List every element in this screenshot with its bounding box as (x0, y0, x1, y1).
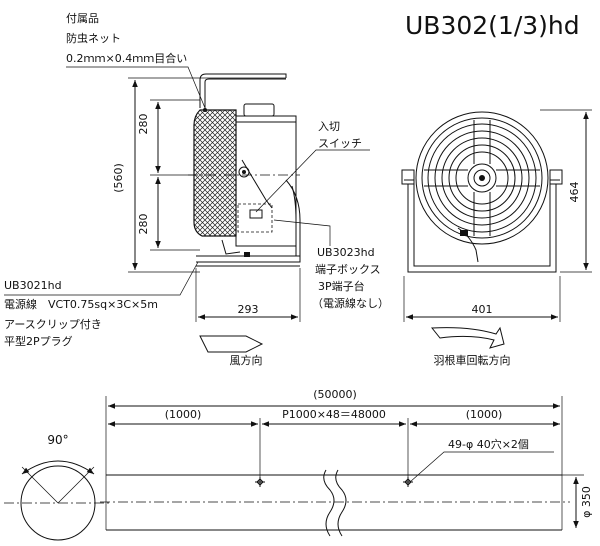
duct-angle: 90° (47, 433, 68, 447)
front-width: 401 (472, 303, 493, 316)
terminal-box-label: 端子ボックス (315, 263, 381, 276)
power-leader-line (4, 261, 199, 296)
duct-end-view (4, 460, 112, 541)
duct-middle: P1000×48＝48000 (282, 408, 386, 421)
switch-leader-line (255, 149, 370, 213)
terminal-note: （電源線なし） (312, 296, 389, 310)
duct-body (100, 469, 570, 537)
accessory-label: 付属品 (66, 12, 99, 25)
rotation-arrow-icon (431, 326, 505, 349)
holes-leader-line (409, 451, 554, 483)
holes-label: 49-φ 40穴×2個 (448, 437, 529, 451)
terminal-leader-line (273, 219, 331, 246)
duct-diameter: φ 350 (580, 486, 593, 518)
insect-net-label: 防虫ネット (66, 31, 121, 45)
front-height: 464 (568, 182, 581, 203)
plug-label: 平型2Pプラグ (4, 334, 73, 348)
earth-clip-label: アースクリップ付き (4, 318, 102, 331)
net-leader-line (66, 66, 206, 109)
terminal-block-label: 3P端子台 (318, 279, 365, 293)
fan-side-view (188, 73, 301, 267)
power-cable-spec: 電源線 VCT0.75sq×3C×5m (4, 297, 158, 311)
dim-lower: 280 (137, 214, 150, 235)
dim-depth: 293 (238, 303, 259, 316)
terminal-model: UB3023hd (317, 246, 375, 259)
dim-upper: 280 (137, 114, 150, 135)
wind-arrow-icon (199, 335, 264, 353)
duct-right: (1000) (466, 408, 503, 421)
dim-total-height: (560) (112, 163, 125, 193)
rotation-direction-label: 羽根車回転方向 (434, 353, 511, 367)
wind-direction-label: 風方向 (230, 353, 263, 367)
duct-left: (1000) (165, 408, 202, 421)
power-model: UB3021hd (4, 279, 62, 292)
model-title: UB302(1/3)hd (405, 11, 580, 40)
switch-label-2: スイッチ (318, 137, 362, 150)
duct-total: (50000) (313, 388, 357, 401)
net-mesh-spec: 0.2ｍｍ×0.4ｍｍ目合い (66, 51, 187, 65)
fan-front-view (401, 111, 563, 273)
switch-label-1: 入切 (318, 120, 340, 133)
